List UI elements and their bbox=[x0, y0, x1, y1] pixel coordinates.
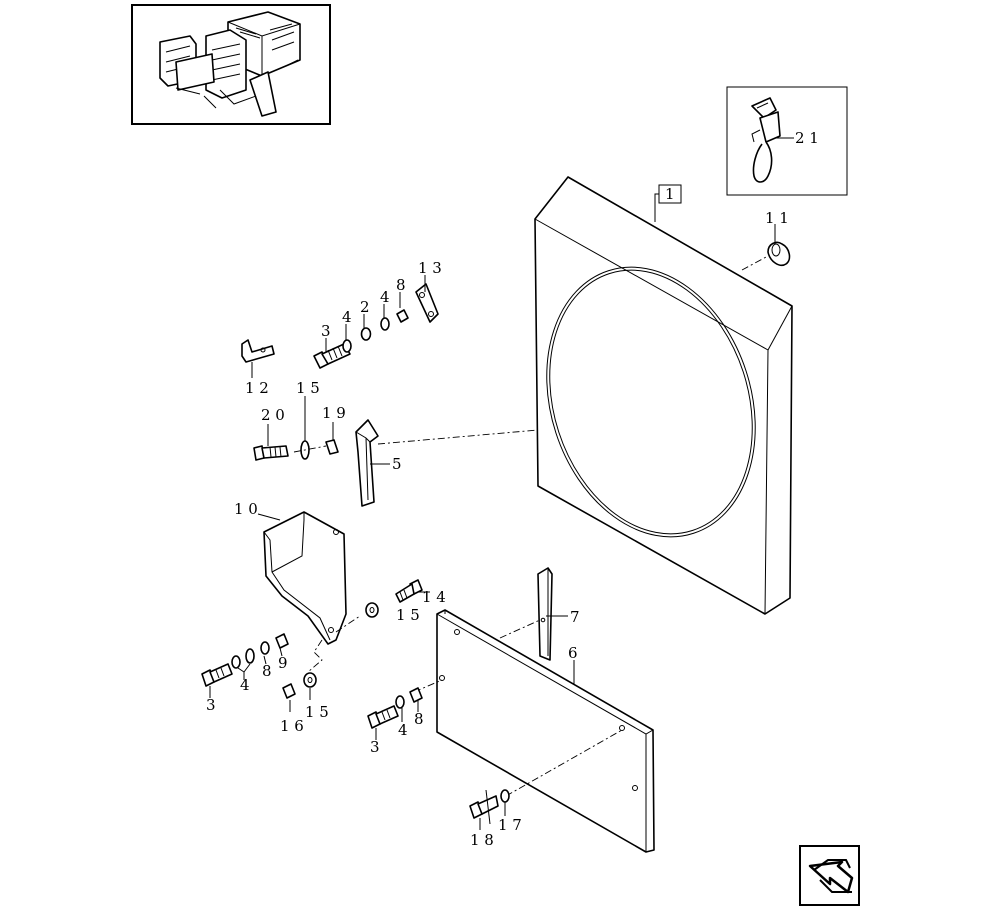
callout-21: 2 1 bbox=[795, 129, 819, 147]
washer-15-mid bbox=[365, 602, 379, 618]
callout-6: 6 bbox=[568, 644, 578, 662]
callout-4c: 4 bbox=[240, 676, 250, 694]
nut-16-washer-15 bbox=[282, 672, 317, 712]
next-page-arrow-icon[interactable] bbox=[799, 845, 860, 906]
machine-thumbnail bbox=[131, 4, 331, 125]
radiator-shroud bbox=[534, 176, 793, 615]
callout-11: 1 1 bbox=[765, 209, 789, 227]
callout-4d: 4 bbox=[398, 721, 408, 739]
callout-20: 2 0 bbox=[261, 406, 285, 424]
callout-8c: 8 bbox=[414, 710, 424, 728]
callout-16: 1 6 bbox=[280, 717, 304, 735]
callout-13: 1 3 bbox=[418, 259, 442, 277]
bracket-10 bbox=[257, 511, 347, 645]
inset-latch bbox=[726, 86, 848, 196]
callout-7: 7 bbox=[570, 608, 580, 626]
callout-3a: 3 bbox=[321, 322, 331, 340]
callout-5: 5 bbox=[392, 455, 402, 473]
callout-17: 1 7 bbox=[498, 816, 522, 834]
latch-part bbox=[751, 97, 781, 183]
washer-17 bbox=[500, 789, 510, 816]
callout-14: 1 4 bbox=[422, 588, 446, 606]
tractor-overview-icon bbox=[159, 11, 301, 117]
bracket-5 bbox=[355, 419, 390, 507]
callout-18: 1 8 bbox=[470, 831, 494, 849]
callout-box-1 bbox=[654, 184, 682, 222]
callout-3c: 3 bbox=[370, 738, 380, 756]
callout-8b: 8 bbox=[262, 662, 272, 680]
hardware-row-top bbox=[313, 292, 409, 369]
hardware-row-left bbox=[201, 633, 289, 698]
bolt-14 bbox=[395, 579, 430, 603]
clip-12 bbox=[241, 339, 275, 378]
pin-18 bbox=[469, 789, 499, 830]
callout-12: 1 2 bbox=[245, 379, 269, 397]
nut-19 bbox=[325, 422, 339, 455]
callout-4a: 4 bbox=[380, 288, 390, 306]
bolt-20 bbox=[253, 424, 289, 461]
callout-4b: 4 bbox=[342, 308, 352, 326]
callout-15c: 1 5 bbox=[305, 703, 329, 721]
callout-19: 1 9 bbox=[322, 404, 346, 422]
callout-3b: 3 bbox=[206, 696, 216, 714]
bracket-13 bbox=[415, 275, 439, 323]
grommet-11 bbox=[767, 224, 791, 267]
callout-2: 2 bbox=[360, 298, 370, 316]
hardware-row-mid bbox=[367, 687, 423, 740]
callout-15a: 1 5 bbox=[296, 379, 320, 397]
callout-8a: 8 bbox=[396, 276, 406, 294]
panel-6 bbox=[436, 609, 655, 853]
callout-10: 1 0 bbox=[234, 500, 258, 518]
callout-9: 9 bbox=[278, 654, 288, 672]
callout-15b: 1 5 bbox=[396, 606, 420, 624]
strip-7 bbox=[537, 567, 568, 661]
callout-1: 1 bbox=[665, 185, 675, 203]
